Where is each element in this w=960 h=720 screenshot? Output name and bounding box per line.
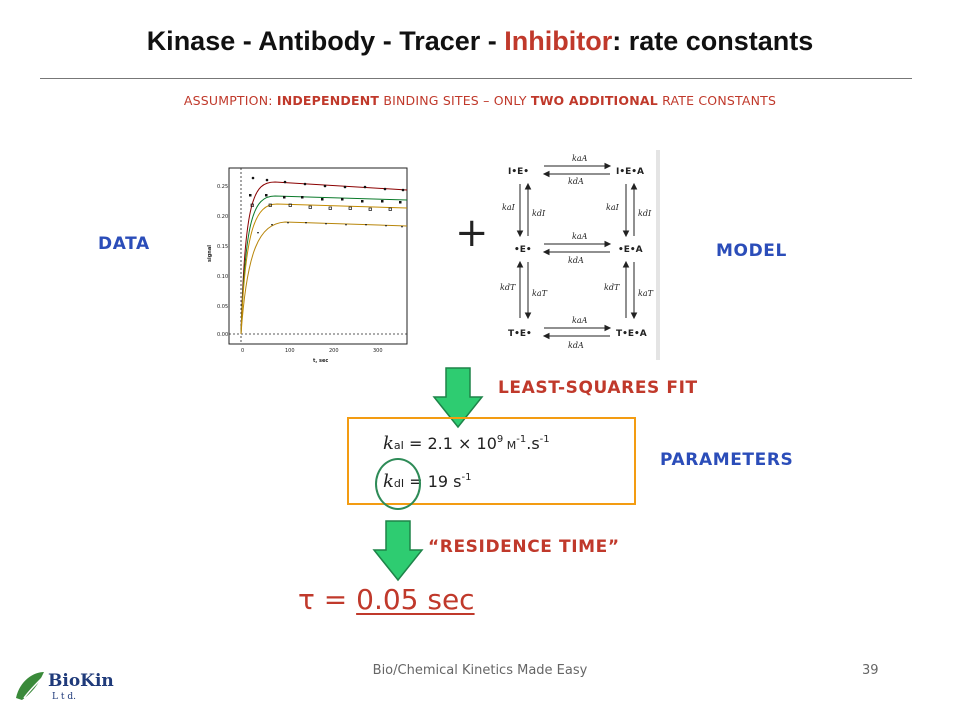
kdI-highlight-circle: [375, 458, 421, 510]
param-exponent: -1: [539, 434, 550, 445]
residence-arrow: [372, 520, 424, 582]
rate-kaI: kaI: [606, 203, 620, 212]
param-exponent: -1: [461, 472, 472, 483]
species-IE: I•E•: [508, 167, 529, 177]
plot-xtick: 300: [373, 348, 383, 354]
plot-xtick: 100: [285, 348, 295, 354]
data-series-2: [249, 194, 402, 204]
title-text-2: : rate constants: [612, 26, 814, 56]
data-series-1: [251, 176, 405, 192]
assumption-part: ASSUMPTION:: [183, 93, 277, 108]
title-text-highlight: Inhibitor: [504, 26, 613, 56]
plot-xtick: 200: [329, 348, 339, 354]
plus-sign: +: [455, 210, 489, 256]
rate-kaI: kaI: [502, 203, 516, 212]
tau-value: 0.05 sec: [356, 583, 475, 616]
plot-ytick: 0.00: [217, 332, 228, 338]
residence-time-label: “RESIDENCE TIME”: [428, 537, 620, 557]
rate-kdI: kdI: [638, 209, 652, 218]
data-series-4: [257, 222, 403, 234]
species-IEA: I•E•A: [616, 167, 644, 177]
rate-kdA: kdA: [568, 341, 584, 350]
param-value: = 19 s: [404, 472, 462, 491]
param-subscript: aI: [393, 439, 404, 452]
page-number: 39: [862, 663, 879, 678]
assumption-text: ASSUMPTION: INDEPENDENT BINDING SITES – …: [0, 93, 960, 108]
species-EA: •E•A: [618, 245, 643, 255]
assumption-bold: TWO ADDITIONAL: [530, 93, 658, 108]
rate-kaA: kaA: [572, 316, 588, 325]
parameters-box: [347, 417, 636, 505]
fit-curve-3: [240, 203, 408, 335]
biokin-logo: BioKin L t d.: [16, 671, 114, 702]
rate-kdI: kdI: [532, 209, 546, 218]
param-value: = 2.1 × 10: [403, 434, 497, 453]
rate-kdA: kdA: [568, 177, 584, 186]
plot-xlabel: t, sec: [313, 358, 328, 364]
logo-name: BioKin: [48, 671, 114, 691]
plot-ytick: 0.15: [217, 244, 228, 250]
plot-ytick: 0.20: [217, 214, 228, 220]
parameters-label: PARAMETERS: [660, 450, 794, 470]
plot-ytick: 0.05: [217, 304, 228, 310]
binding-model-scheme: I•E• I•E•A •E• •E•A T•E• T•E•A kaA kdA k…: [498, 150, 660, 360]
rate-kdT: kdT: [500, 283, 516, 292]
plot-ylabel: signal: [207, 245, 213, 262]
param-kaI: kaI = 2.1 × 109 M-1.s-1: [383, 433, 550, 454]
rate-kaA: kaA: [572, 154, 588, 163]
plot-ytick: 0.25: [217, 184, 228, 190]
title-text-1: Kinase - Antibody - Tracer -: [146, 26, 505, 56]
least-squares-label: LEAST-SQUARES FIT: [498, 378, 698, 398]
param-exponent: 9: [496, 434, 504, 445]
param-unit: .s: [526, 434, 540, 453]
param-unit: M: [503, 439, 517, 452]
data-plot: 0.25 0.20 0.15 0.10 0.05 0.00 0 100 200 …: [205, 160, 410, 370]
rate-kaA: kaA: [572, 232, 588, 241]
assumption-part: RATE CONSTANTS: [657, 93, 777, 108]
slide-title: Kinase - Antibody - Tracer - Inhibitor: …: [0, 26, 960, 57]
data-series-3: [250, 203, 392, 211]
data-label: DATA: [98, 234, 150, 254]
fit-arrow: [432, 367, 484, 429]
species-TEA: T•E•A: [616, 329, 647, 339]
model-label: MODEL: [716, 241, 787, 261]
species-E: •E•: [514, 245, 532, 255]
param-symbol: k: [383, 433, 394, 454]
footer-text: Bio/Chemical Kinetics Made Easy: [372, 663, 588, 678]
rate-kaT: kaT: [532, 289, 548, 298]
rate-kdT: kdT: [604, 283, 620, 292]
rate-kaT: kaT: [638, 289, 654, 298]
assumption-bold: INDEPENDENT: [276, 93, 380, 108]
rate-kdA: kdA: [568, 256, 584, 265]
species-TE: T•E•: [508, 329, 532, 339]
plot-frame: [228, 167, 408, 345]
residence-time-result: τ = 0.05 sec: [298, 583, 475, 616]
logo-sub: L t d.: [52, 692, 76, 702]
fit-curve-4: [240, 221, 408, 335]
tau-symbol: τ =: [298, 583, 357, 616]
param-exponent: -1: [516, 434, 527, 445]
assumption-part: BINDING SITES – ONLY: [379, 93, 531, 108]
title-divider: [40, 78, 912, 79]
plot-ytick: 0.10: [217, 274, 228, 280]
plot-xtick: 0: [241, 348, 244, 354]
